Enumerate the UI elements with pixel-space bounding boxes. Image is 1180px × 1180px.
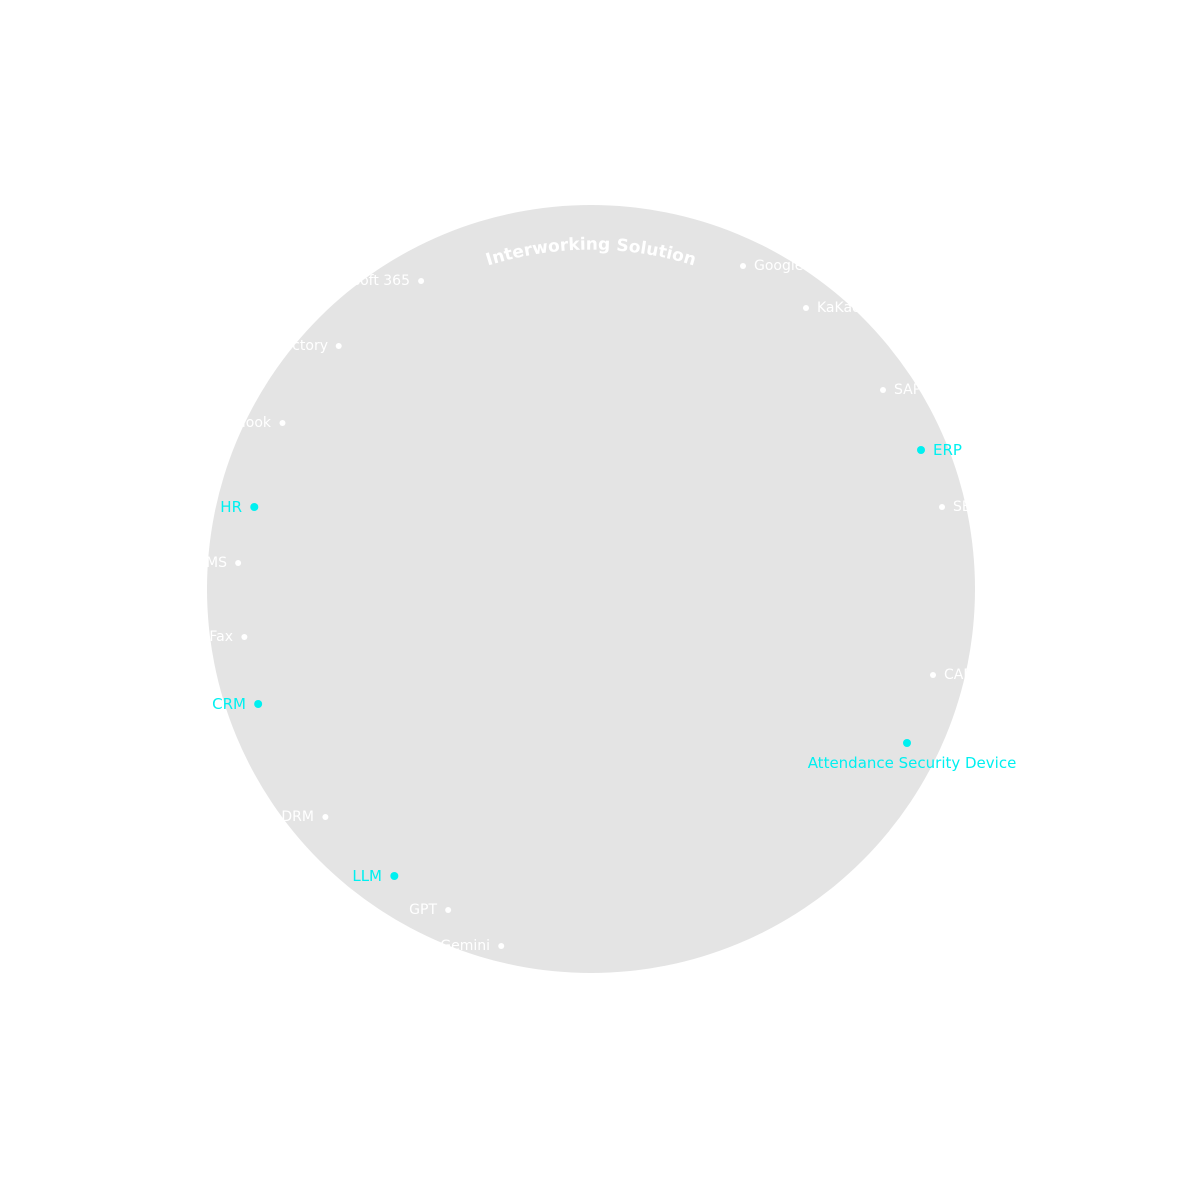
node-label: Outlook — [216, 415, 271, 431]
hub-llm: LLM — [352, 866, 398, 886]
dot-icon — [930, 672, 936, 678]
hub-label: CRM — [212, 695, 246, 713]
node-label: Active Directory — [215, 338, 328, 354]
node-fax: Fax — [209, 627, 247, 647]
node-outlook: Outlook — [216, 413, 285, 433]
node-label: Google — [754, 258, 804, 274]
dot-icon — [939, 504, 945, 510]
dot-icon — [740, 263, 746, 269]
dot-icon — [917, 446, 925, 454]
node-caps: CAPS — [930, 665, 981, 685]
node-gemini: Gemini — [440, 936, 504, 956]
dot-icon — [418, 278, 424, 284]
node-label: SAP — [894, 382, 922, 398]
dot-icon — [241, 634, 247, 640]
hub-label: ERP — [933, 441, 962, 459]
dot-icon — [803, 305, 809, 311]
dot-icon — [235, 560, 241, 566]
hub-attendance-dot-icon — [903, 739, 911, 747]
dot-icon — [498, 943, 504, 949]
node-label: Microsoft 365 — [315, 273, 410, 289]
node-gpt: GPT — [409, 900, 451, 920]
hub-erp: ERP — [917, 440, 962, 460]
node-secom: SECOM — [939, 497, 1004, 517]
node-sms: SMS — [197, 553, 241, 573]
node-label: KaKaoWork — [817, 300, 897, 316]
node-sap: SAP — [880, 380, 922, 400]
hub-attendance-label: Attendance Security Device — [807, 754, 1017, 772]
node-label: GPT — [409, 902, 437, 918]
node-kakao: KaKaoWork — [803, 298, 897, 318]
dot-icon — [880, 387, 886, 393]
dot-icon — [390, 872, 398, 880]
hub-label: HR — [220, 498, 242, 516]
node-label: DRM — [281, 809, 314, 825]
dot-icon — [250, 503, 258, 511]
dot-icon — [322, 814, 328, 820]
dot-icon — [336, 343, 342, 349]
node-active-directory: Active Directory — [215, 336, 342, 356]
node-label: SMS — [197, 555, 227, 571]
node-microsoft365: Microsoft 365 — [315, 271, 424, 291]
dot-icon — [254, 700, 262, 708]
hub-crm: CRM — [212, 694, 262, 714]
node-label: SECOM — [953, 499, 1004, 515]
node-label: Fax — [209, 629, 233, 645]
node-google: Google — [740, 256, 804, 276]
dot-icon — [445, 907, 451, 913]
dot-icon — [279, 420, 285, 426]
hub-hr: HR — [220, 497, 258, 517]
node-drm: DRM — [281, 807, 328, 827]
solution-circle — [207, 205, 975, 973]
node-label: CAPS — [944, 667, 981, 683]
node-label: Gemini — [440, 938, 490, 954]
hub-label: LLM — [352, 867, 382, 885]
